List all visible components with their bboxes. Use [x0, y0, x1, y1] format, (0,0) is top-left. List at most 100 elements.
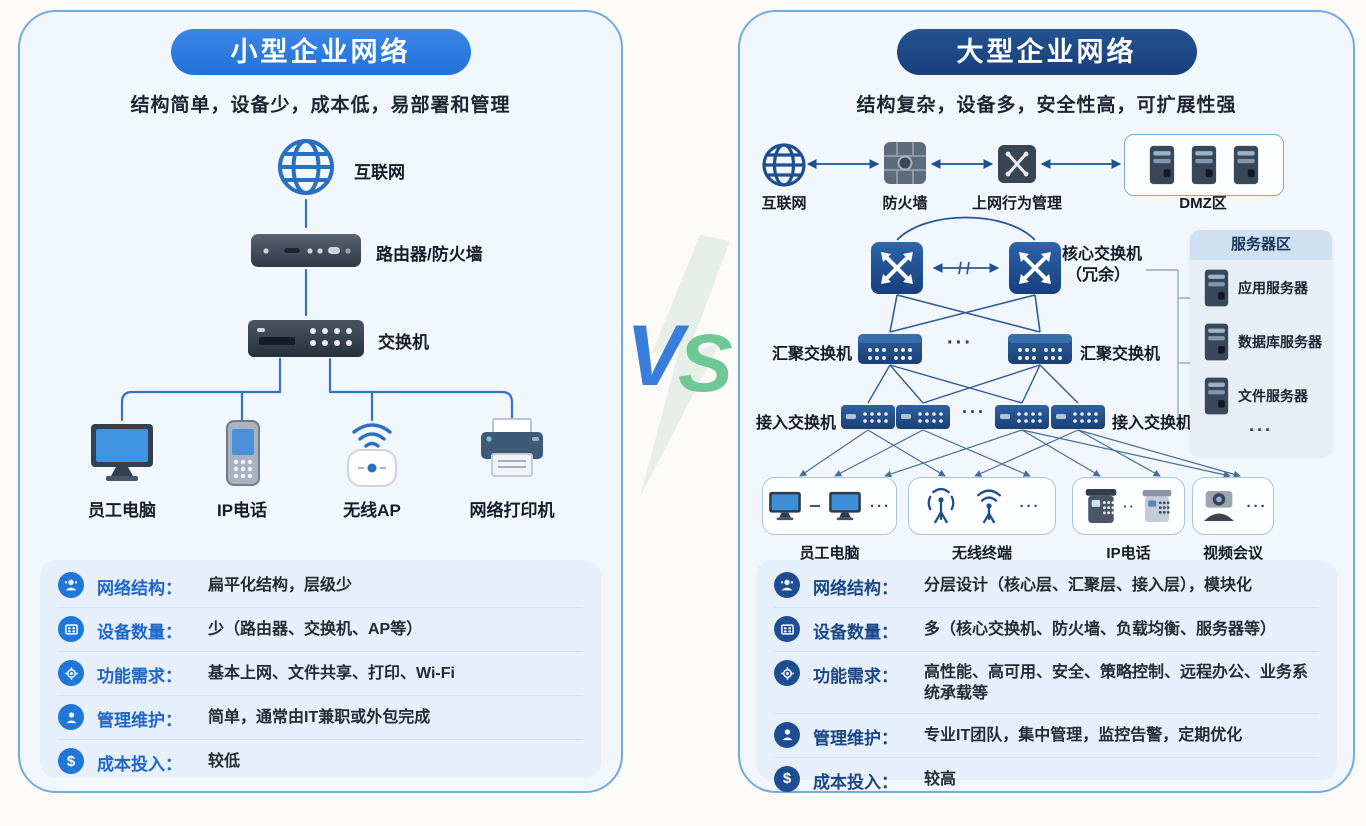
server-label: 应用服务器 — [1238, 280, 1308, 296]
small-network-diagram: 互联网 路由器/防火墙 — [20, 130, 621, 570]
vs-divider: V S — [614, 235, 744, 525]
ellipsis-phones-mini: ·· — [1123, 498, 1136, 514]
switch-label: 交换机 — [378, 333, 429, 352]
vs-letter-s: S — [678, 318, 733, 409]
info-value: 较高 — [924, 770, 957, 788]
core-switch-label: 核心交换机 — [1062, 246, 1143, 263]
access-switch-left-label: 接入交换机 — [755, 415, 836, 432]
small-enterprise-title: 小型企业网络 — [170, 29, 471, 75]
info-label: 设备数量： — [97, 623, 182, 642]
server-zone-title: 服务器区 — [1190, 230, 1332, 260]
internet-label: 互联网 — [354, 163, 405, 182]
info-label: 管理维护： — [97, 711, 182, 730]
ellipsis-computers: ··· — [870, 497, 891, 515]
large-enterprise-panel: 大型企业网络 结构复杂，设备多，安全性高，可扩展性强 — [738, 10, 1355, 793]
device-group-ip-phones: ·· — [1072, 477, 1185, 535]
desktop-computer-icon — [769, 491, 801, 521]
access-switch-icon — [896, 405, 950, 429]
server-tower-icon — [1191, 145, 1217, 185]
link-icon — [810, 505, 820, 507]
aggregation-switch-icon — [1008, 334, 1072, 364]
firewall-icon — [884, 142, 926, 184]
info-label: 设备数量： — [813, 623, 898, 642]
ellipsis-aggregation: ··· — [947, 332, 973, 354]
small-enterprise-panel: 小型企业网络 结构简单，设备少，成本低，易部署和管理 — [18, 10, 623, 793]
device-group-video: ··· — [1192, 477, 1274, 535]
desktop-computer-icon — [829, 491, 861, 521]
network-printer-icon — [481, 418, 543, 477]
device-label: IP电话 — [216, 501, 268, 520]
device-label: 员工电脑 — [88, 501, 156, 520]
devices-icon — [58, 616, 84, 642]
ellipsis-video: ··· — [1246, 497, 1268, 515]
large-enterprise-title: 大型企业网络 — [896, 29, 1197, 75]
internet-label: 互联网 — [761, 195, 807, 212]
gear-icon — [774, 660, 800, 686]
device-group-label: 员工电脑 — [799, 545, 860, 562]
info-row-management: 管理维护： 专业IT团队，集中管理，监控告警，定期优化 — [774, 712, 1319, 757]
aggregation-switch-icon — [858, 334, 922, 364]
info-value: 少（路由器、交换机、AP等） — [208, 621, 423, 638]
wireless-antenna-icon — [927, 487, 954, 524]
small-enterprise-subtitle: 结构简单，设备少，成本低，易部署和管理 — [130, 95, 511, 116]
server-zone: 服务器区 应用服务器 数据库服务器 文件服务器 ··· — [1190, 230, 1332, 456]
server-row: 数据库服务器 — [1190, 314, 1332, 368]
device-group-wireless: ··· — [908, 477, 1056, 535]
access-switch-icon — [841, 405, 895, 429]
dollar-icon: $ — [774, 765, 800, 792]
desktop-computer-icon — [91, 424, 153, 481]
server-tower-icon — [1204, 377, 1229, 415]
device-label: 无线AP — [343, 501, 401, 520]
info-row-device-count: 设备数量： 少（路由器、交换机、AP等） — [58, 607, 583, 651]
person-network-icon — [774, 572, 800, 598]
info-row-network-structure: 网络结构： 扁平化结构，层级少 — [58, 564, 583, 607]
large-enterprise-info-list: 网络结构： 分层设计（核心层、汇聚层、接入层），模块化 设备数量： 多（核心交换… — [756, 560, 1337, 792]
video-conference-icon — [1203, 491, 1234, 521]
firewall-label: 防火墙 — [882, 195, 928, 212]
mobile-phone-icon — [226, 420, 260, 486]
dmz-zone — [1124, 134, 1284, 196]
info-label: 网络结构： — [97, 579, 182, 598]
info-value: 专业IT团队，集中管理，监控告警，定期优化 — [924, 726, 1243, 744]
ellipsis-wireless: ··· — [1019, 497, 1041, 515]
behavior-management-icon — [998, 145, 1036, 183]
server-tower-icon — [1233, 145, 1259, 185]
router-icon — [251, 234, 361, 267]
internet-globe-icon — [278, 139, 334, 195]
info-row-network-structure: 网络结构： 分层设计（核心层、汇聚层、接入层），模块化 — [774, 564, 1319, 607]
switch-icon — [248, 320, 364, 357]
ellipsis-servers: ··· — [1249, 420, 1273, 440]
info-value: 基本上网、文件共享、打印、Wi-Fi — [208, 665, 455, 682]
info-value: 高性能、高可用、安全、策略控制、远程办公、业务系统承载等 — [924, 664, 1309, 702]
info-value: 扁平化结构，层级少 — [208, 577, 353, 594]
aggregation-switch-right-label: 汇聚交换机 — [1080, 346, 1161, 363]
info-value: 分层设计（核心层、汇聚层、接入层），模块化 — [924, 577, 1253, 594]
core-switch-icon — [1009, 242, 1061, 294]
vs-letter-v: V — [626, 308, 684, 404]
info-row-cost: $ 成本投入： 较高 — [774, 756, 1319, 801]
info-label: 网络结构： — [813, 579, 898, 598]
device-group-label: 无线终端 — [951, 545, 1012, 562]
access-switch-icon — [995, 405, 1049, 429]
wireless-antenna-icon — [976, 489, 1001, 524]
device-group-label: IP电话 — [1106, 545, 1151, 562]
access-switch-right-label: 接入交换机 — [1112, 415, 1193, 432]
info-value: 简单，通常由IT兼职或外包完成 — [208, 709, 431, 726]
large-enterprise-subtitle: 结构复杂，设备多，安全性高，可扩展性强 — [856, 95, 1237, 116]
server-row: 应用服务器 — [1190, 260, 1332, 314]
access-switch-icon — [1051, 405, 1105, 429]
internet-globe-icon — [762, 143, 806, 187]
server-tower-icon — [1149, 145, 1175, 185]
info-value: 较低 — [208, 753, 241, 770]
aggregation-switch-left-label: 汇聚交换机 — [771, 346, 852, 363]
ellipsis-access: ··· — [962, 402, 986, 422]
small-enterprise-info-list: 网络结构： 扁平化结构，层级少 设备数量： 少（路由器、交换机、AP等） 功能需… — [40, 560, 601, 778]
behavior-management-label: 上网行为管理 — [971, 195, 1062, 212]
large-network-diagram: 互联网 防火墙 — [740, 130, 1353, 570]
desk-phone-icon — [1085, 489, 1117, 523]
router-label: 路由器/防火墙 — [376, 245, 483, 264]
core-switch-redundancy-label: （冗余） — [1066, 267, 1131, 284]
info-row-cost: $ 成本投入： 较低 — [58, 739, 583, 783]
info-label: 管理维护： — [813, 728, 898, 748]
